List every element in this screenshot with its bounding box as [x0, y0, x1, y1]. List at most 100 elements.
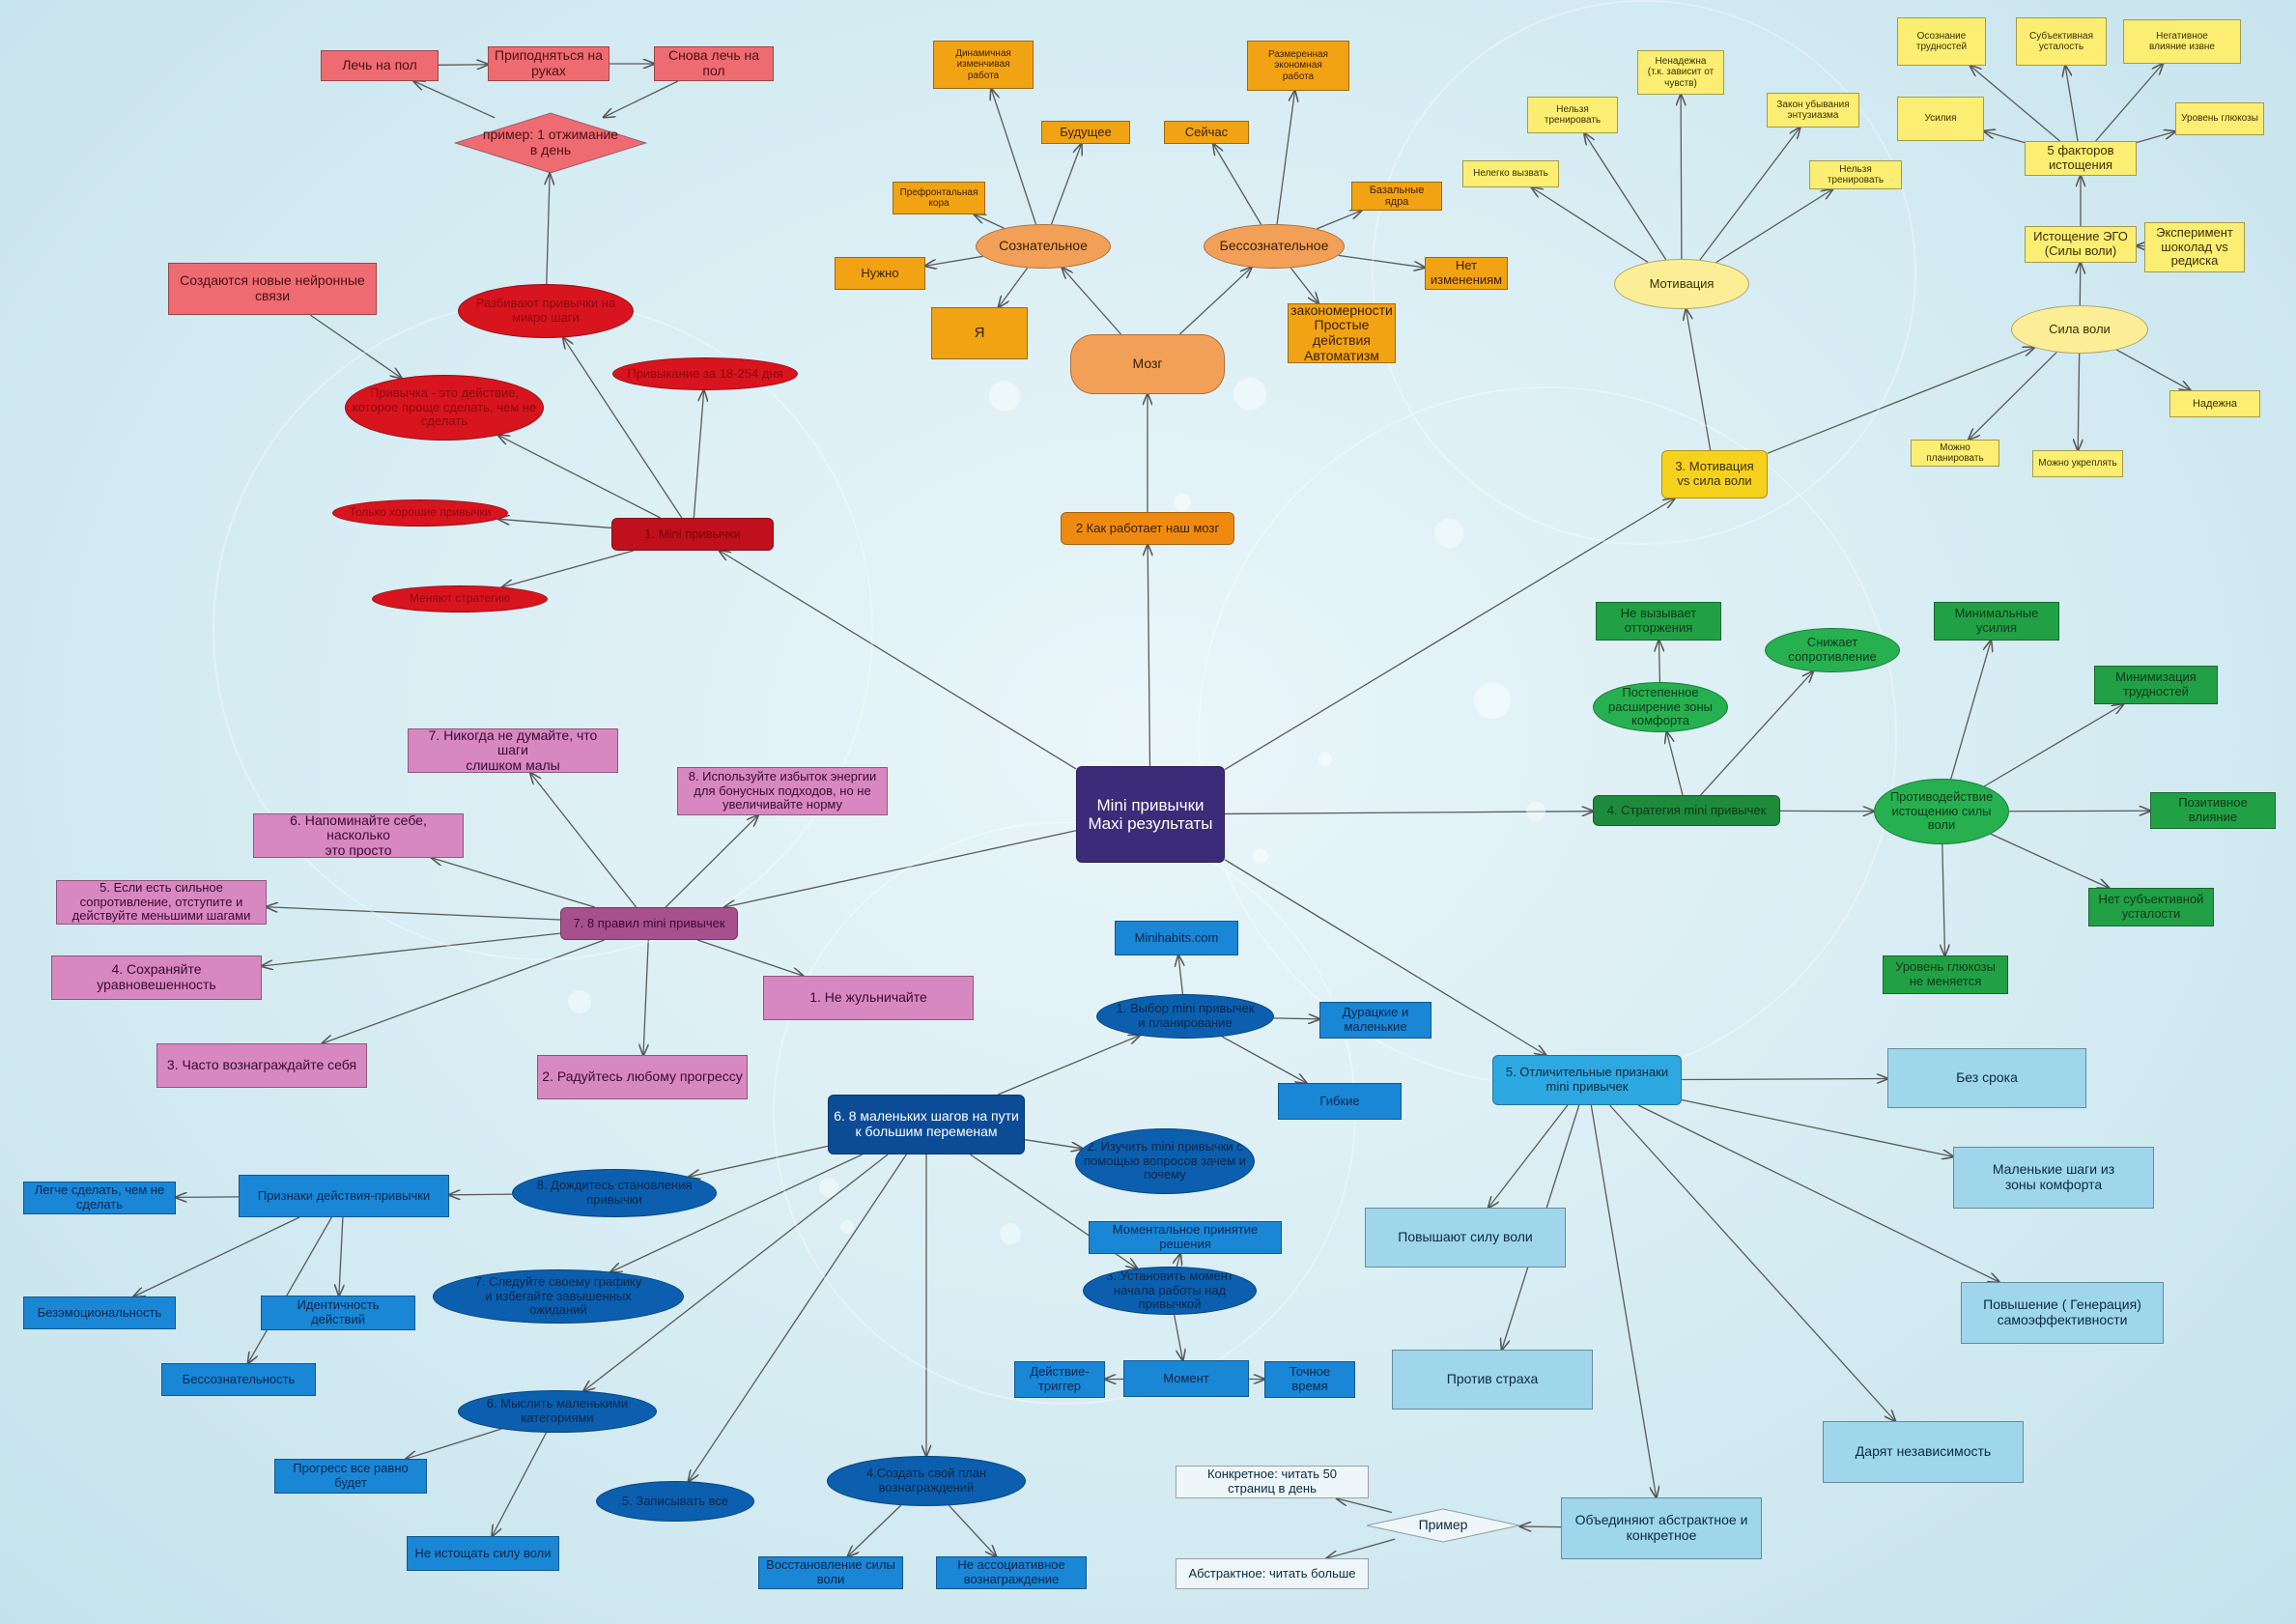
node-b4d[interactable]: Противодействие истощению силы воли	[1874, 779, 2009, 844]
node-b1g[interactable]: пример: 1 отжимание в день	[454, 112, 647, 174]
node-b2k[interactable]: Базальные ядра	[1351, 182, 1442, 211]
node-b6f[interactable]: Моментальное принятие решения	[1089, 1221, 1282, 1254]
node-b7e[interactable]: 4. Сохраняйте уравновешенность	[51, 955, 262, 1000]
node-b4g[interactable]: Позитивное влияние	[2150, 792, 2276, 829]
node-b6r[interactable]: 7. Следуйте своему графику и избегайте з…	[433, 1269, 684, 1324]
node-b6p[interactable]: Прогресс все равно будет	[274, 1459, 427, 1494]
node-b7c[interactable]: 6. Напоминайте себе, насколько это прост…	[253, 813, 464, 858]
node-b6a[interactable]: 1. Выбор mini привычек и планирование	[1096, 994, 1274, 1039]
node-b2d[interactable]: Динамичная изменчивая работа	[933, 41, 1034, 89]
node-b7h[interactable]: 2. Радуйтесь любому прогрессу	[537, 1055, 748, 1099]
node-b2h[interactable]: Я	[931, 307, 1028, 359]
node-b6t[interactable]: Признаки действия-привычки	[239, 1175, 449, 1217]
node-b5a[interactable]: Без срока	[1887, 1048, 2086, 1108]
node-b6j[interactable]: Точное время	[1264, 1361, 1355, 1398]
node-b6v[interactable]: Безэмоциональность	[23, 1296, 176, 1329]
node-b3[interactable]: 3. Мотивация vs сила воли	[1661, 450, 1768, 499]
node-b7g[interactable]: 3. Часто вознаграждайте себя	[156, 1043, 367, 1088]
node-b3p[interactable]: Негативное влияние извне	[2123, 19, 2241, 64]
node-b4e[interactable]: Минимальные усилия	[1934, 602, 2059, 641]
node-b4h[interactable]: Нет субъективной усталости	[2088, 888, 2214, 926]
node-b5i[interactable]: Конкретное: читать 50 страниц в день	[1176, 1466, 1369, 1498]
node-b4b[interactable]: Не вызывает отторжения	[1596, 602, 1721, 641]
node-b6u[interactable]: Легче сделать, чем не сделать	[23, 1182, 176, 1214]
node-b6x[interactable]: Бессознательность	[161, 1363, 316, 1396]
node-b4i[interactable]: Уровень глюкозы не меняется	[1883, 955, 2008, 994]
node-b6o[interactable]: 6. Мыслить маленькими категориями	[458, 1390, 657, 1433]
node-b3h[interactable]: Можно планировать	[1911, 440, 1999, 467]
node-b3q[interactable]: Усилия	[1897, 97, 1984, 141]
node-b2f[interactable]: Префронтальная кора	[893, 182, 985, 214]
node-b4f[interactable]: Минимизация трудностей	[2094, 666, 2218, 704]
node-b2e[interactable]: Будущее	[1041, 121, 1130, 144]
node-b3b[interactable]: Нельзя тренировать	[1527, 97, 1618, 133]
node-b1b[interactable]: Разбивают привычки на микро шаги	[458, 284, 634, 338]
node-b4a[interactable]: Постепенное расширение зоны комфорта	[1593, 682, 1728, 732]
node-b2g[interactable]: Нужно	[835, 257, 925, 290]
node-b6k[interactable]: 4.Создать свой план вознаграждений	[827, 1456, 1026, 1506]
node-b7d[interactable]: 5. Если есть сильное сопротивление, отст…	[56, 880, 267, 925]
node-b3r[interactable]: Уровень глюкозы	[2175, 102, 2264, 135]
node-b2b[interactable]: Сознательное	[976, 224, 1111, 269]
node-b5[interactable]: 5. Отличительные признаки mini привычек	[1492, 1055, 1682, 1105]
node-b1a[interactable]: Привычка - это действие, которое проще с…	[345, 375, 544, 441]
node-b5e[interactable]: Объединяют абстрактное и конкретное	[1561, 1497, 1762, 1559]
node-b3e[interactable]: Нелегко вызвать	[1462, 160, 1559, 187]
node-b3d[interactable]: Закон убывания энтузиазма	[1767, 93, 1859, 128]
node-b6d[interactable]: Гибкие	[1278, 1083, 1402, 1120]
node-b3c[interactable]: Ненадежна (т.к. зависит от чувств)	[1637, 50, 1724, 95]
node-b4c[interactable]: Снижает сопротивление	[1765, 628, 1900, 672]
node-b5b[interactable]: Маленькие шаги из зоны комфорта	[1953, 1147, 2154, 1209]
node-b5j[interactable]: Абстрактное: читать больше	[1176, 1558, 1369, 1589]
node-b2m[interactable]: закономерности Простые действия Автомати…	[1288, 303, 1396, 363]
node-b6m[interactable]: Не ассоциативное вознаграждение	[936, 1556, 1087, 1589]
node-b3m[interactable]: 5 факторов истощения	[2025, 141, 2137, 176]
node-b6i[interactable]: Действие- триггер	[1014, 1361, 1105, 1398]
node-b3n[interactable]: Осознание трудностей	[1897, 17, 1986, 66]
node-b5c[interactable]: Повышение ( Генерация) самоэффективности	[1961, 1282, 2164, 1344]
node-b6h[interactable]: Момент	[1123, 1360, 1249, 1397]
node-b1i[interactable]: Приподняться на руках	[488, 46, 609, 81]
node-b3l[interactable]: Эксперимент шоколад vs редиска	[2144, 222, 2245, 272]
node-b6w[interactable]: Идентичность действий	[261, 1296, 415, 1330]
node-b4[interactable]: 4. Стратегия mini привычек	[1593, 795, 1780, 826]
node-b6s[interactable]: 8. Дождитесь становления привычки	[512, 1169, 717, 1217]
node-b3a[interactable]: Мотивация	[1614, 259, 1749, 309]
node-b6l[interactable]: Восстановление силы воли	[758, 1556, 903, 1589]
node-b7[interactable]: 7. 8 правил mini привычек	[560, 907, 738, 940]
node-b6q[interactable]: Не истощать силу воли	[407, 1536, 559, 1571]
node-b7b[interactable]: 8. Используйте избыток энергии для бонус…	[677, 767, 888, 815]
node-b1j[interactable]: Снова лечь на пол	[654, 46, 774, 81]
node-b2a[interactable]: Мозг	[1070, 334, 1225, 394]
node-b1[interactable]: 1. Mini привычки	[611, 518, 774, 551]
node-b1d[interactable]: Только хорошие привычки	[332, 499, 508, 527]
node-b3k[interactable]: Истощение ЭГО (Силы воли)	[2025, 226, 2137, 263]
node-b2l[interactable]: Нет изменениям	[1425, 257, 1508, 290]
node-b7a[interactable]: 7. Никогда не думайте, что шаги слишком …	[408, 728, 618, 773]
node-root[interactable]: Mini привычки Maxi результаты	[1076, 766, 1225, 863]
node-b5g[interactable]: Против страха	[1392, 1350, 1593, 1410]
node-b6[interactable]: 6. 8 маленьких шагов на пути к большим п…	[828, 1095, 1025, 1154]
node-b3j[interactable]: Надежна	[2169, 390, 2260, 417]
node-b3g[interactable]: Сила воли	[2011, 305, 2148, 354]
node-b6e[interactable]: 2. Изучить mini привычки с помощью вопро…	[1075, 1128, 1255, 1194]
node-b2c[interactable]: Бессознательное	[1204, 224, 1345, 269]
node-b2i[interactable]: Размеренная экономная работа	[1247, 41, 1349, 91]
node-b6c[interactable]: Дурацкие и маленькие	[1319, 1002, 1431, 1039]
node-b2j[interactable]: Сейчас	[1164, 121, 1249, 144]
node-b6n[interactable]: 5. Записывать все	[596, 1481, 754, 1522]
node-b3f[interactable]: Нельзя тренировать	[1809, 160, 1902, 189]
node-b5d[interactable]: Дарят независимость	[1823, 1421, 2024, 1483]
node-b3i[interactable]: Можно укреплять	[2032, 450, 2123, 477]
node-b3o[interactable]: Субъективная усталость	[2016, 17, 2107, 66]
node-b6b[interactable]: Minihabits.com	[1115, 921, 1238, 955]
node-b2[interactable]: 2 Как работает наш мозг	[1061, 512, 1234, 545]
node-b6g[interactable]: 3. Установить момент начала работы над п…	[1083, 1267, 1257, 1315]
node-b7f[interactable]: 1. Не жульничайте	[763, 976, 974, 1020]
node-b1h[interactable]: Лечь на пол	[321, 50, 439, 81]
node-b1c[interactable]: Привыкание за 18-254 дня	[612, 357, 798, 390]
node-b5h[interactable]: Пример	[1366, 1508, 1520, 1543]
node-b1e[interactable]: Меняют стратегию	[372, 585, 548, 613]
node-b5f[interactable]: Повышают силу воли	[1365, 1208, 1566, 1268]
node-b1f[interactable]: Создаются новые нейронные связи	[168, 263, 377, 315]
